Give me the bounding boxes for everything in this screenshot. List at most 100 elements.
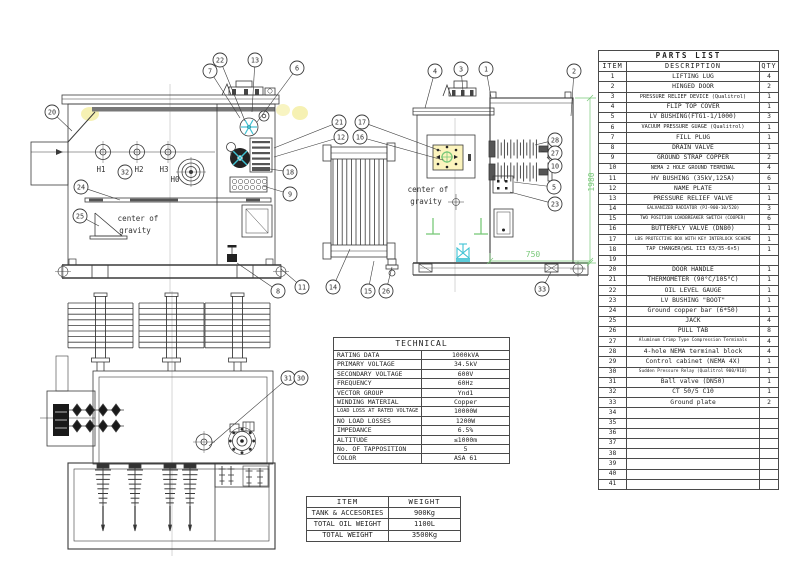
parts-description: Ground plate (626, 397, 760, 409)
lbs-box (46, 390, 96, 447)
parts-description (626, 427, 760, 439)
svg-text:13: 13 (251, 56, 259, 64)
parts-row: 36 (598, 427, 780, 439)
parts-qty: 4 (758, 162, 780, 175)
parts-item: 21 (598, 274, 627, 287)
parts-qty: 8 (758, 325, 780, 338)
arrow-marker (56, 149, 63, 155)
parts-item: 14 (598, 203, 627, 215)
technical-label: IMPEDANCE (333, 425, 422, 436)
parts-qty: 1 (758, 142, 780, 154)
technical-label: COLOR (333, 453, 422, 464)
parts-qty: 4 (758, 71, 780, 83)
balloon-14: 14 (325, 248, 351, 295)
weight-col-item: ITEM (306, 495, 389, 509)
door-chamfer (67, 111, 96, 143)
parts-row: 35 (598, 417, 780, 429)
weight-item: TOTAL OIL WEIGHT (306, 518, 389, 531)
svg-text:23: 23 (551, 200, 559, 208)
parts-item: 19 (598, 254, 627, 266)
parts-qty: 1 (758, 285, 780, 297)
technical-label: RATING DATA (333, 349, 422, 361)
center-of-gravity-mark (448, 194, 464, 210)
parts-qty: 1 (758, 223, 780, 236)
svg-text:20: 20 (48, 108, 56, 116)
parts-qty: 1 (758, 183, 780, 195)
technical-value: Ynd1 (421, 387, 510, 398)
parts-row: 34 (598, 407, 780, 419)
label-center-of: center of (408, 185, 449, 194)
svg-text:15: 15 (364, 287, 372, 295)
parts-qty (758, 478, 780, 490)
svg-text:10: 10 (551, 162, 559, 170)
technical-title: TECHNICAL (333, 337, 510, 351)
parts-qty: 1 (758, 356, 780, 368)
label-center-of: center of (118, 214, 159, 223)
parts-item: 31 (598, 376, 627, 389)
parts-qty: 6 (758, 213, 780, 226)
technical-value: Copper (421, 396, 510, 408)
tap-changer-cabinet (241, 204, 273, 238)
balloon-9: 9 (262, 185, 298, 202)
door-handle (468, 154, 471, 161)
col-header-item: ITEM (598, 60, 627, 73)
balloon-17: 17 (354, 114, 442, 152)
parts-description: TAP CHANGER(WSL II3 63/35-6×5) (626, 244, 760, 256)
parts-qty: 1 (758, 366, 780, 378)
parts-item: 38 (598, 448, 627, 460)
balloon-25: 25 (72, 208, 100, 227)
svg-text:33: 33 (538, 285, 546, 293)
label-h0: H0 (170, 175, 180, 184)
technical-value: 1000kVA (421, 349, 510, 361)
parts-description (626, 478, 760, 490)
parts-item: 28 (598, 346, 627, 358)
side-view-drawing (412, 80, 596, 292)
technical-value: 600V (421, 368, 510, 380)
parts-item: 8 (598, 142, 627, 154)
parts-row: 41 (598, 478, 780, 490)
lbs-switch (230, 148, 250, 168)
parts-qty: 4 (758, 315, 780, 327)
butterfly-valve (456, 243, 470, 262)
front-view-drawing (30, 80, 308, 293)
technical-label: WINDING MATERIAL (333, 396, 422, 408)
svg-text:1: 1 (484, 65, 488, 73)
svg-text:16: 16 (356, 133, 364, 141)
radiator-banks (67, 292, 271, 371)
parts-description: Ground copper bar (6*50) (626, 305, 760, 317)
parts-description (626, 448, 760, 460)
parts-item: 24 (598, 305, 627, 317)
radiator-fins (332, 159, 385, 245)
label-h2: H2 (134, 165, 143, 174)
parts-qty (758, 427, 780, 439)
parts-qty: 1 (758, 244, 780, 256)
technical-value: 5 (421, 443, 510, 455)
parts-qty: 6 (758, 173, 780, 185)
ball-valve-flange (228, 421, 256, 455)
bushing-h0 (176, 157, 206, 187)
balloon-6: 6 (256, 60, 305, 123)
svg-text:26: 26 (382, 287, 390, 295)
technical-label: ALTITUDE (333, 434, 422, 445)
svg-text:22: 22 (216, 56, 224, 64)
parts-item: 32 (598, 386, 627, 399)
svg-text:4: 4 (433, 67, 437, 75)
